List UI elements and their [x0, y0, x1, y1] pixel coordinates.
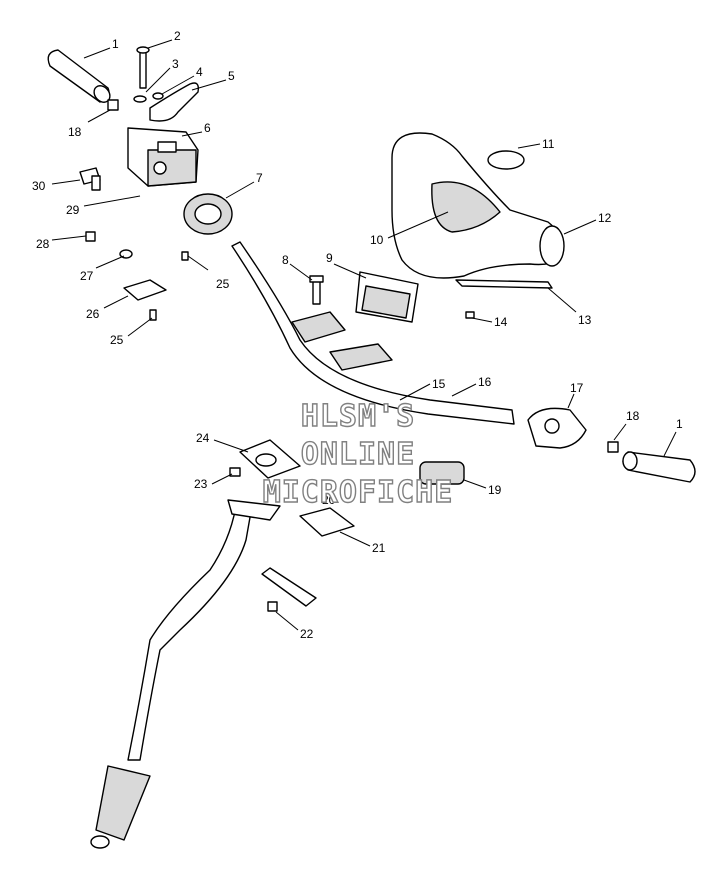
callout-1-right: 1 — [676, 417, 683, 431]
throttle-lever-part — [149, 82, 200, 122]
callout-16: 16 — [478, 375, 492, 389]
mount-plate-part — [123, 279, 167, 301]
spring-part — [419, 461, 465, 485]
callout-26: 26 — [86, 307, 100, 321]
callout-13: 13 — [578, 313, 592, 327]
spacer-part — [261, 567, 317, 612]
callout-19: 19 — [488, 483, 502, 497]
pin-part — [136, 46, 150, 89]
callout-28: 28 — [36, 237, 50, 251]
callout-21: 21 — [372, 541, 386, 555]
pad-part — [299, 507, 355, 537]
right-grip-part — [607, 441, 696, 483]
switch-housing-part — [527, 407, 587, 449]
callout-15: 15 — [432, 377, 446, 391]
steering-column-part — [90, 499, 281, 849]
callout-27: 27 — [80, 269, 94, 283]
callout-24: 24 — [196, 431, 210, 445]
handlebar-pad-part — [391, 132, 565, 319]
callout-23: 23 — [194, 477, 208, 491]
plug-left-part — [107, 99, 119, 111]
throttle-housing-part — [127, 127, 199, 187]
watermark-line-1: HLSM'S — [301, 399, 415, 434]
callout-6: 6 — [204, 121, 211, 135]
clamp-ring-part — [183, 193, 233, 235]
clamp-block-part — [355, 271, 419, 323]
callout-11: 11 — [542, 137, 555, 151]
callout-9: 9 — [326, 251, 333, 265]
callout-3: 3 — [172, 57, 179, 71]
washer-part — [133, 92, 164, 103]
left-grip-part — [47, 49, 111, 103]
callout-22: 22 — [300, 627, 314, 641]
callout-10: 10 — [370, 233, 384, 247]
leader-lines — [51, 39, 677, 631]
callout-25-lower: 25 — [110, 333, 124, 347]
connector-part — [79, 167, 101, 191]
callout-18-right: 18 — [626, 409, 640, 423]
watermark: HLSM'S ONLINE MICROFICHE — [262, 398, 454, 510]
callout-30: 30 — [32, 179, 46, 193]
callout-4: 4 — [196, 65, 203, 79]
callout-8: 8 — [282, 253, 289, 267]
callout-29: 29 — [66, 203, 80, 217]
callout-18-left: 18 — [68, 125, 82, 139]
steering-plate-part — [229, 439, 301, 479]
callout-labels: 1 2 3 4 5 6 7 8 9 10 11 12 13 14 15 16 1… — [32, 29, 683, 641]
callout-12: 12 — [598, 211, 612, 225]
handlebar-part — [231, 241, 515, 425]
callout-2: 2 — [174, 29, 181, 43]
callout-25-upper: 25 — [216, 277, 230, 291]
callout-20: 20 — [322, 493, 336, 507]
callout-17: 17 — [570, 381, 584, 395]
callout-5: 5 — [228, 69, 235, 83]
watermark-line-3: MICROFICHE — [263, 475, 454, 510]
callout-14: 14 — [494, 315, 508, 329]
callout-1-left: 1 — [112, 37, 119, 51]
handlebar-clamp-part — [291, 311, 393, 371]
watermark-line-2: ONLINE — [301, 437, 415, 472]
callout-7: 7 — [256, 171, 263, 185]
bolt-part — [309, 275, 324, 305]
fastener-part — [85, 231, 189, 321]
